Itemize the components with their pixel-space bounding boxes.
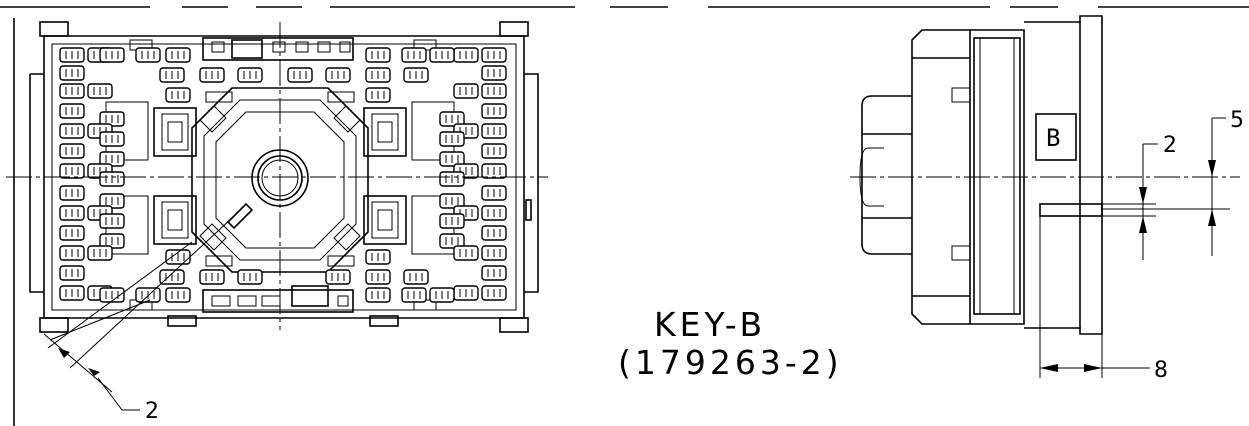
front-diagonal-dimension: 2 xyxy=(43,217,233,424)
front-diagonal-dimension-value: 2 xyxy=(145,399,159,424)
side-dimension-2: 2 xyxy=(1102,133,1177,260)
side-dimension-8: 8 xyxy=(1039,216,1168,383)
front-view xyxy=(6,21,548,333)
caption: KEY-B (179263-2) xyxy=(618,305,843,382)
side-dimension-5: 5 xyxy=(1102,108,1244,256)
side-dimension-2-value: 2 xyxy=(1163,133,1177,158)
key-letter: B xyxy=(1046,124,1060,152)
key-rib xyxy=(1039,203,1103,217)
key-label: KEY-B xyxy=(654,305,766,344)
side-view: B xyxy=(850,15,1240,335)
side-dimension-5-value: 5 xyxy=(1230,108,1244,133)
side-dimension-8-value: 8 xyxy=(1154,358,1168,383)
terminal-cavities xyxy=(59,47,507,303)
part-number: (179263-2) xyxy=(618,343,843,382)
key-letter-box xyxy=(1035,113,1077,161)
